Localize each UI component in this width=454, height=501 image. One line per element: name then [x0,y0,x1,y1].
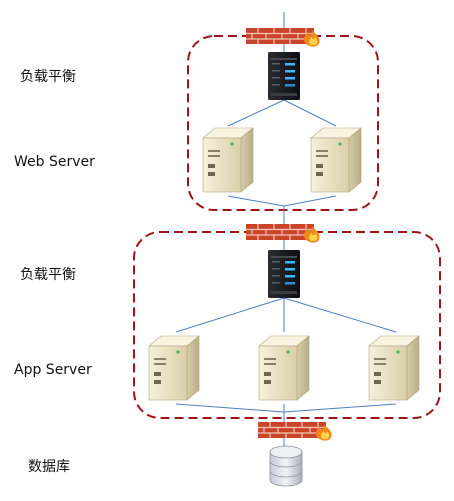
database-label: 数据库 [28,459,70,475]
app-server-label: App Server [14,362,92,378]
app-server-icon-1 [148,335,200,401]
firewall-icon-top [245,27,321,48]
database-icon [269,445,303,487]
web-tier-boundary [187,35,379,211]
load-balancer-label-app: 负载平衡 [20,267,76,283]
firewall-icon-bottom [257,421,333,442]
load-balancer-icon-web [268,52,300,100]
app-server-icon-3 [368,335,420,401]
web-server-icon-2 [310,127,362,193]
web-server-icon-1 [202,127,254,193]
app-server-icon-2 [258,335,310,401]
connection-lines [175,12,397,446]
firewall-icon-middle [245,223,321,244]
load-balancer-icon-app [268,250,300,298]
load-balancer-label-web: 负载平衡 [20,69,76,85]
web-server-label: Web Server [14,154,95,170]
